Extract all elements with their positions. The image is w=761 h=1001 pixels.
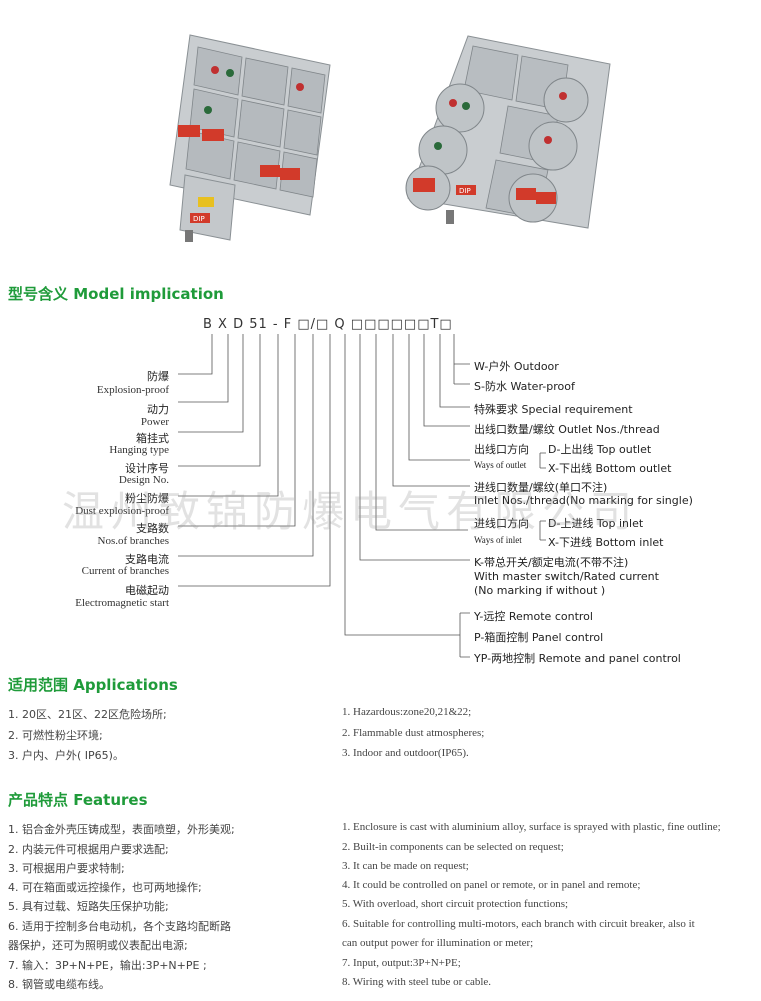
label-inlet-direction-en: Ways of inlet bbox=[474, 535, 522, 545]
label-master-switch: K-带总开关/额定电流(不带不注) bbox=[474, 556, 629, 569]
label-inlet-nos: 进线口数量/螺纹(单口不注) bbox=[474, 481, 608, 494]
label-explosion-proof-en: Explosion-proof bbox=[96, 384, 169, 396]
application-en-1: 1. Hazardous:zone20,21&22; bbox=[342, 706, 472, 718]
label-outlet-direction: 出线口方向 bbox=[474, 443, 529, 456]
section-title-model: 型号含义 Model implication bbox=[8, 285, 224, 303]
label-inlet-direction: 进线口方向 bbox=[474, 517, 529, 530]
label-hanging-en: Hanging type bbox=[109, 444, 169, 456]
application-cn-2: 2. 可燃性粉尘环境; bbox=[8, 729, 103, 742]
label-hanging-cn: 箱挂式 bbox=[136, 432, 169, 445]
label-power-cn: 动力 bbox=[147, 403, 169, 416]
feature-en-6b: can output power for illumination or met… bbox=[342, 937, 534, 949]
label-top-outlet: D-上出线 Top outlet bbox=[548, 443, 652, 456]
label-branches-cn: 支路数 bbox=[136, 522, 169, 535]
feature-cn-2: 2. 内装元件可根据用户要求选配; bbox=[8, 843, 169, 856]
label-dust-en: Dust explosion-proof bbox=[75, 505, 169, 517]
label-electromagnetic-en: Electromagnetic start bbox=[75, 597, 169, 609]
feature-en-3: 3. It can be made on request; bbox=[342, 860, 469, 872]
application-en-3: 3. Indoor and outdoor(IP65). bbox=[342, 747, 469, 759]
label-outdoor: W-户外 Outdoor bbox=[474, 360, 559, 373]
feature-cn-4: 4. 可在箱面或远控操作，也可两地操作; bbox=[8, 881, 202, 894]
feature-en-6: 6. Suitable for controlling multi-motors… bbox=[342, 918, 695, 930]
feature-cn-6b: 器保护，还可为照明或仪表配出电源; bbox=[8, 939, 188, 952]
model-diagram-lines bbox=[178, 334, 546, 658]
label-explosion-proof-cn: 防爆 bbox=[147, 370, 169, 383]
feature-en-2: 2. Built-in components can be selected o… bbox=[342, 841, 564, 853]
label-master-switch-en2: (No marking if without ) bbox=[474, 584, 606, 597]
feature-cn-8: 8. 钢管或电缆布线。 bbox=[8, 978, 110, 991]
label-waterproof: S-防水 Water-proof bbox=[474, 380, 575, 393]
section-title-applications: 适用范围 Applications bbox=[8, 676, 178, 694]
product-photo-right: DIP bbox=[405, 35, 611, 229]
dip-badge-right bbox=[456, 185, 476, 195]
label-dust-cn: 粉尘防爆 bbox=[125, 492, 169, 505]
feature-en-1: 1. Enclosure is cast with aluminium allo… bbox=[342, 821, 721, 833]
feature-cn-1: 1. 铝合金外壳压铸成型，表面喷塑，外形美观; bbox=[8, 823, 235, 836]
label-bottom-outlet: X-下出线 Bottom outlet bbox=[548, 462, 672, 475]
label-current-cn: 支路电流 bbox=[125, 553, 169, 566]
label-bottom-inlet: X-下进线 Bottom inlet bbox=[548, 536, 664, 549]
svg-text:DIP: DIP bbox=[459, 187, 471, 195]
label-design-no-en: Design No. bbox=[118, 474, 169, 486]
label-design-no-cn: 设计序号 bbox=[125, 462, 169, 475]
feature-cn-6: 6. 适用于控制多台电动机，各个支路均配断路 bbox=[8, 920, 231, 933]
application-cn-3: 3. 户内、户外( IP65)。 bbox=[8, 749, 124, 762]
label-panel-control: P-箱面控制 Panel control bbox=[474, 631, 604, 644]
feature-en-4: 4. It could be controlled on panel or re… bbox=[342, 879, 641, 891]
feature-en-8: 8. Wiring with steel tube or cable. bbox=[342, 976, 492, 988]
label-remote-control: Y-远控 Remote control bbox=[474, 610, 593, 623]
watermark: 温州致锦防爆电气有限公司 bbox=[62, 487, 639, 536]
dip-badge-left bbox=[190, 213, 210, 223]
label-branches-en: Nos.of branches bbox=[97, 535, 169, 547]
label-master-switch-en1: With master switch/Rated current bbox=[474, 570, 659, 583]
feature-en-7: 7. Input, output:3P+N+PE; bbox=[342, 957, 461, 969]
svg-text:DIP: DIP bbox=[193, 215, 205, 223]
label-outlet-nos: 出线口数量/螺纹 Outlet Nos./thread bbox=[474, 423, 660, 436]
label-inlet-nos-en: Inlet Nos./thread(No marking for single) bbox=[474, 494, 693, 507]
label-power-en: Power bbox=[140, 416, 169, 428]
label-remote-panel-control: YP-两地控制 Remote and panel control bbox=[474, 652, 681, 665]
feature-cn-7: 7. 输入：3P+N+PE，输出:3P+N+PE ; bbox=[8, 959, 207, 972]
section-title-features: 产品特点 Features bbox=[8, 791, 148, 809]
application-en-2: 2. Flammable dust atmospheres; bbox=[342, 727, 485, 739]
label-top-inlet: D-上进线 Top inlet bbox=[548, 517, 644, 530]
label-special: 特殊要求 Special requirement bbox=[474, 403, 633, 416]
label-electromagnetic-cn: 电磁起动 bbox=[125, 584, 169, 597]
label-current-en: Current of branches bbox=[81, 565, 169, 577]
model-code: B X D 51 - F □/□ Q □□□□□□T□ bbox=[203, 317, 453, 332]
label-outlet-direction-en: Ways of outlet bbox=[474, 460, 527, 470]
feature-cn-3: 3. 可根据用户要求特制; bbox=[8, 862, 125, 875]
product-photo-left: DIP bbox=[169, 34, 331, 242]
feature-cn-5: 5. 具有过载、短路失压保护功能; bbox=[8, 900, 169, 913]
application-cn-1: 1. 20区、21区、22区危险场所; bbox=[8, 708, 167, 721]
feature-en-5: 5. With overload, short circuit protecti… bbox=[342, 898, 569, 910]
